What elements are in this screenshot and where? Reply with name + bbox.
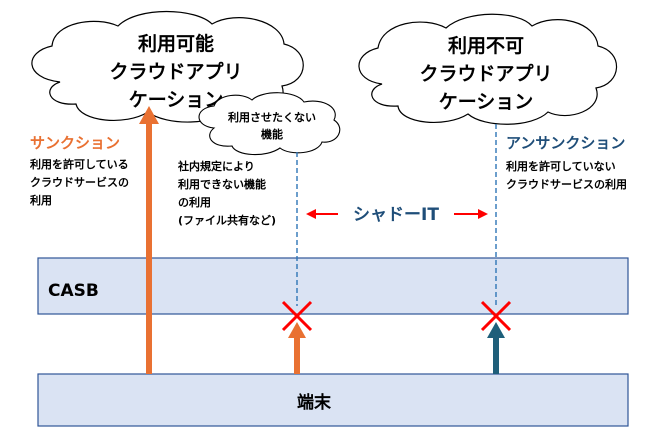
block-x-icon-feature [281, 300, 313, 332]
feature-desc-3: の利用 [178, 195, 211, 209]
cloud-allowed-line-1: 利用可能 [138, 32, 214, 55]
shadow-it-arrow [306, 209, 488, 219]
cloud-feature-line-2: 機能 [261, 127, 283, 141]
cloud-disallowed-apps: 利用不可 クラウドアプリ ケーション [358, 13, 618, 125]
cloud-allowed-line-3: ケーション [129, 89, 224, 111]
casb-label: CASB [48, 281, 99, 301]
cloud-allowed-line-2: クラウドアプリ [109, 60, 242, 83]
cloud-disallowed-line-2: クラウドアプリ [419, 62, 552, 85]
feature-desc-2: 利用できない機能 [178, 177, 266, 191]
feature-desc-4: (ファイル共有など) [178, 213, 276, 227]
casb-band [37, 257, 629, 315]
feature-desc-1: 社内規定により [177, 159, 255, 173]
sanction-desc-1: 利用を許可している [30, 157, 129, 171]
unsanction-blocked-arrow [487, 322, 505, 374]
cloud-unwanted-feature: 利用させたくない 機能 [198, 92, 341, 156]
sanction-desc-2: クラウドサービスの [30, 175, 129, 189]
sanction-title: サンクション [30, 134, 120, 152]
terminal-band [37, 373, 629, 427]
cloud-disallowed-line-1: 利用不可 [448, 35, 524, 57]
cloud-disallowed-line-3: ケーション [439, 91, 534, 113]
block-x-icon-unsanction [480, 300, 512, 332]
shadow-it-label: シャドーIT [353, 205, 439, 225]
sanction-desc-3: 利用 [30, 193, 52, 207]
unsanction-desc-2: クラウドサービスの利用 [506, 177, 627, 191]
terminal-label: 端末 [297, 392, 332, 413]
sanction-arrow [139, 106, 159, 374]
cloud-feature-line-1: 利用させたくない [228, 110, 316, 124]
unsanction-desc-1: 利用を許可していない [506, 159, 616, 173]
cloud-allowed-apps: 利用可能 クラウドアプリ ケーション [31, 11, 304, 123]
unsanction-title: アンサンクション [506, 134, 625, 152]
feature-blocked-arrow [288, 322, 306, 374]
